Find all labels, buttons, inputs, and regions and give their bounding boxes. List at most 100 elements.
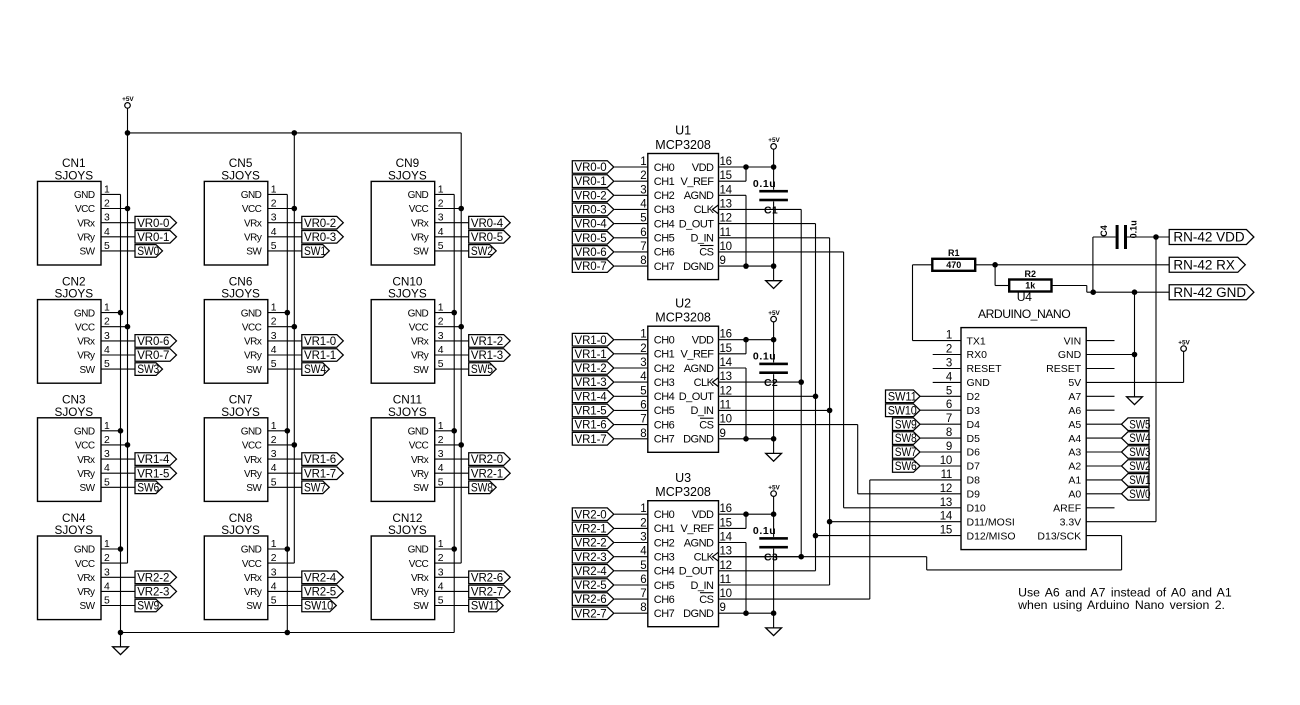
svg-text:2: 2 xyxy=(438,199,444,210)
svg-text:VRy: VRy xyxy=(244,587,262,598)
svg-text:13: 13 xyxy=(720,371,732,383)
svg-text:VR1-1: VR1-1 xyxy=(575,349,607,361)
svg-text:A7: A7 xyxy=(1068,391,1081,403)
svg-text:U4: U4 xyxy=(1017,290,1032,304)
svg-text:4: 4 xyxy=(271,227,277,238)
svg-text:16: 16 xyxy=(720,329,732,341)
svg-text:CH0: CH0 xyxy=(654,335,675,347)
svg-text:5: 5 xyxy=(271,596,277,607)
svg-text:VRy: VRy xyxy=(411,233,429,244)
svg-text:15: 15 xyxy=(720,170,732,182)
svg-text:3: 3 xyxy=(104,567,110,578)
svg-text:D_IN: D_IN xyxy=(690,405,714,417)
svg-text:DGND: DGND xyxy=(683,261,714,273)
svg-text:SJOYS: SJOYS xyxy=(221,523,260,537)
svg-text:8: 8 xyxy=(640,602,646,614)
svg-text:D3: D3 xyxy=(967,405,981,417)
svg-text:15: 15 xyxy=(940,525,952,537)
svg-text:VR0-2: VR0-2 xyxy=(304,218,336,230)
svg-text:VCC: VCC xyxy=(75,322,95,333)
svg-text:12: 12 xyxy=(720,213,732,225)
svg-text:10: 10 xyxy=(720,588,732,600)
svg-text:CH6: CH6 xyxy=(654,247,675,259)
svg-text:D10: D10 xyxy=(967,503,986,515)
svg-text:VRx: VRx xyxy=(411,573,429,584)
svg-text:CH1: CH1 xyxy=(654,349,675,361)
svg-text:VR2-0: VR2-0 xyxy=(471,454,503,466)
svg-text:CLK: CLK xyxy=(694,204,715,216)
svg-text:12: 12 xyxy=(720,560,732,572)
svg-text:RESET: RESET xyxy=(967,363,1003,375)
svg-text:7: 7 xyxy=(640,414,646,426)
svg-text:1: 1 xyxy=(640,156,646,168)
svg-text:SJOYS: SJOYS xyxy=(54,405,93,419)
svg-text:AGND: AGND xyxy=(684,537,714,549)
svg-text:VRx: VRx xyxy=(77,337,95,348)
svg-text:SW6: SW6 xyxy=(137,482,159,494)
svg-text:VDD: VDD xyxy=(692,335,714,347)
svg-text:GND: GND xyxy=(408,190,429,201)
svg-text:VR1-5: VR1-5 xyxy=(137,468,169,480)
svg-text:D2: D2 xyxy=(967,391,981,403)
svg-text:SW6: SW6 xyxy=(895,461,917,473)
svg-text:10: 10 xyxy=(720,241,732,253)
svg-text:VRx: VRx xyxy=(411,337,429,348)
svg-text:CN7: CN7 xyxy=(229,393,253,407)
svg-text:VR1-2: VR1-2 xyxy=(575,363,607,375)
svg-text:1: 1 xyxy=(640,503,646,515)
svg-text:15: 15 xyxy=(720,343,732,355)
svg-text:3: 3 xyxy=(104,449,110,460)
svg-text:VRx: VRx xyxy=(77,455,95,466)
svg-text:CS: CS xyxy=(699,419,713,431)
svg-text:3: 3 xyxy=(438,213,444,224)
svg-text:VR0-0: VR0-0 xyxy=(137,218,169,230)
svg-text:SW: SW xyxy=(246,483,262,494)
svg-text:14: 14 xyxy=(720,357,733,369)
svg-text:1: 1 xyxy=(438,421,444,432)
svg-text:3: 3 xyxy=(271,331,277,342)
svg-text:CH0: CH0 xyxy=(654,162,675,174)
svg-text:VR0-1: VR0-1 xyxy=(137,232,169,244)
svg-text:2: 2 xyxy=(271,435,277,446)
svg-text:CH7: CH7 xyxy=(654,434,675,446)
svg-text:VRx: VRx xyxy=(244,337,262,348)
svg-text:1k: 1k xyxy=(1025,281,1036,291)
svg-text:SW5: SW5 xyxy=(1129,419,1150,431)
svg-text:VR2-6: VR2-6 xyxy=(575,594,607,606)
svg-text:VCC: VCC xyxy=(409,559,429,570)
svg-text:VR0-0: VR0-0 xyxy=(575,162,607,174)
svg-text:4: 4 xyxy=(271,463,277,474)
svg-text:VCC: VCC xyxy=(242,322,262,333)
svg-text:VCC: VCC xyxy=(75,559,95,570)
svg-text:CN10: CN10 xyxy=(392,274,423,288)
svg-text:A0: A0 xyxy=(1068,489,1081,501)
svg-text:1: 1 xyxy=(271,539,277,550)
svg-text:VR1-0: VR1-0 xyxy=(575,335,607,347)
svg-text:3: 3 xyxy=(271,213,277,224)
svg-text:7: 7 xyxy=(640,241,646,253)
svg-text:1: 1 xyxy=(104,184,110,195)
svg-text:RX0: RX0 xyxy=(967,349,988,361)
svg-text:VCC: VCC xyxy=(242,559,262,570)
svg-text:CH6: CH6 xyxy=(654,419,675,431)
svg-text:VR0-4: VR0-4 xyxy=(471,218,504,230)
svg-text:VR1-7: VR1-7 xyxy=(575,434,607,446)
svg-text:VCC: VCC xyxy=(409,322,429,333)
svg-text:3: 3 xyxy=(271,567,277,578)
svg-text:9: 9 xyxy=(946,441,952,453)
svg-text:GND: GND xyxy=(408,308,429,319)
svg-text:15: 15 xyxy=(720,517,732,529)
svg-text:11: 11 xyxy=(941,469,952,481)
svg-text:VR2-4: VR2-4 xyxy=(575,566,608,578)
svg-text:VR0-2: VR0-2 xyxy=(575,190,607,202)
svg-text:D_IN: D_IN xyxy=(690,233,714,245)
svg-text:SJOYS: SJOYS xyxy=(221,169,260,183)
svg-text:V_REF: V_REF xyxy=(681,349,715,361)
svg-text:1: 1 xyxy=(271,421,277,432)
svg-text:R1: R1 xyxy=(948,248,960,258)
svg-text:CH4: CH4 xyxy=(654,566,675,578)
svg-text:3.3V: 3.3V xyxy=(1060,516,1082,528)
svg-text:MCP3208: MCP3208 xyxy=(655,485,711,499)
svg-text:5: 5 xyxy=(104,596,110,607)
svg-text:C4: C4 xyxy=(1099,225,1109,237)
